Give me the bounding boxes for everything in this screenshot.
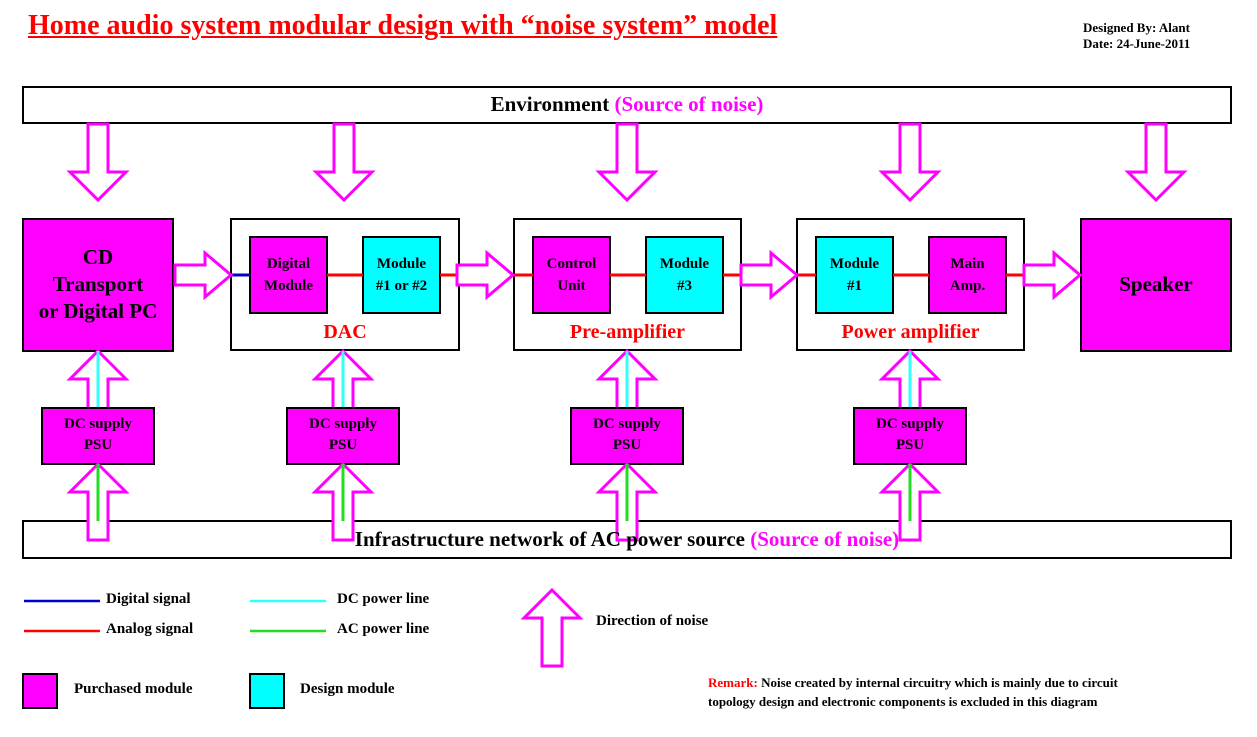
remark-label: Remark: (708, 675, 758, 690)
infrastructure-noise-note: (Source of noise) (750, 527, 900, 551)
poweramp-label: Power amplifier (841, 321, 980, 343)
legend-noise-label: Direction of noise (596, 613, 709, 629)
legend-design-swatch (249, 673, 285, 709)
remark-line1: Remark: Noise created by internal circui… (708, 673, 1118, 692)
remark: Remark: Noise created by internal circui… (708, 673, 1118, 711)
preamp-module-a-line1: Control (546, 256, 597, 272)
poweramp-module-b-line1: Main (950, 256, 985, 272)
legend-ac-label: AC power line (337, 621, 430, 637)
preamp-module-a-line2: Unit (557, 278, 586, 294)
psu-3-line1: DC supply (593, 416, 661, 432)
speaker-box (1080, 218, 1232, 352)
dac-module-b-line2: #1 or #2 (375, 278, 428, 294)
poweramp-module-a-line2: #1 (847, 278, 862, 294)
design-date: Date: 24-June-2011 (1083, 36, 1191, 51)
psu-4-line1: DC supply (876, 416, 944, 432)
psu-label-3: DC supply PSU (571, 414, 683, 456)
psu-box-4 (853, 407, 967, 465)
page-title: Home audio system modular design with “n… (28, 10, 778, 41)
dac-module-b-line1: Module (376, 256, 427, 272)
cd-transport-label: CD Transport or Digital PC (23, 244, 173, 325)
noise-arrow-preamp (597, 122, 657, 202)
cd-transport-line3: or Digital PC (38, 299, 158, 323)
psu-1-line1: DC supply (64, 416, 132, 432)
dac-label: DAC (323, 321, 367, 343)
environment-title: Environment (490, 92, 610, 116)
psu-4-line2: PSU (895, 437, 925, 453)
legend-dc-label: DC power line (337, 591, 430, 607)
poweramp-module-a-line1: Module (829, 256, 880, 272)
noise-arrow-cd (68, 122, 128, 202)
cd-transport-box (22, 218, 174, 352)
preamp-label: Pre-amplifier (569, 321, 686, 343)
remark-text-2: topology design and electronic component… (708, 694, 1098, 709)
legend-digital-label: Digital signal (106, 591, 191, 607)
environment-label: Environment (Source of noise) (23, 92, 1231, 117)
legend-noise-arrow (522, 588, 582, 668)
psu-2-line1: DC supply (309, 416, 377, 432)
noise-arrow-speaker (1126, 122, 1186, 202)
dac-digital-module-label: Digital Module (250, 253, 327, 297)
psu-1-line2: PSU (83, 437, 113, 453)
legend-purchased-label: Purchased module (74, 681, 193, 697)
preamp-module-label: Module #3 (646, 253, 723, 297)
preamp-control-unit-label: Control Unit (533, 253, 610, 297)
speaker-label: Speaker (1119, 272, 1193, 296)
poweramp-module-b-line2: Amp. (949, 278, 986, 294)
psu-label-1: DC supply PSU (42, 414, 154, 456)
cd-transport-line1: CD (82, 245, 114, 269)
legend-analog-label: Analog signal (106, 621, 194, 637)
designed-by: Designed By: Alant (1083, 20, 1190, 35)
psu-label-2: DC supply PSU (287, 414, 399, 456)
noise-arrow-poweramp (880, 122, 940, 202)
cd-transport-line2: Transport (52, 272, 144, 296)
noise-arrow-dac (314, 122, 374, 202)
designer-meta: Designed By: Alant Date: 24-June-2011 (1083, 20, 1190, 52)
psu-box-1 (41, 407, 155, 465)
legend-design-label: Design module (300, 681, 395, 697)
noise-arrow-poweramp-speaker (1022, 251, 1082, 299)
environment-noise-note: (Source of noise) (614, 92, 764, 116)
dac-module-a-line1: Digital (266, 256, 311, 272)
infrastructure-label: Infrastructure network of AC power sourc… (23, 527, 1231, 552)
psu-box-3 (570, 407, 684, 465)
poweramp-main-amp-box (928, 236, 1007, 314)
infrastructure-title: Infrastructure network of AC power sourc… (354, 527, 745, 551)
noise-arrow-dac-preamp (455, 251, 515, 299)
dac-module-label: Module #1 or #2 (363, 253, 440, 297)
dac-module-a-line2: Module (263, 278, 314, 294)
legend-purchased-swatch (22, 673, 58, 709)
psu-2-line2: PSU (328, 437, 358, 453)
remark-text-1: Noise created by internal circuitry whic… (761, 675, 1118, 690)
preamp-module-b-line2: #3 (677, 278, 692, 294)
psu-label-4: DC supply PSU (854, 414, 966, 456)
poweramp-main-amp-label: Main Amp. (929, 253, 1006, 297)
environment-bar (22, 86, 1232, 124)
noise-arrow-preamp-poweramp (739, 251, 799, 299)
psu-3-line2: PSU (612, 437, 642, 453)
dac-digital-module-box (249, 236, 328, 314)
psu-box-2 (286, 407, 400, 465)
poweramp-module-label: Module #1 (816, 253, 893, 297)
noise-arrow-cd-dac (173, 251, 233, 299)
preamp-module-b-line1: Module (659, 256, 710, 272)
